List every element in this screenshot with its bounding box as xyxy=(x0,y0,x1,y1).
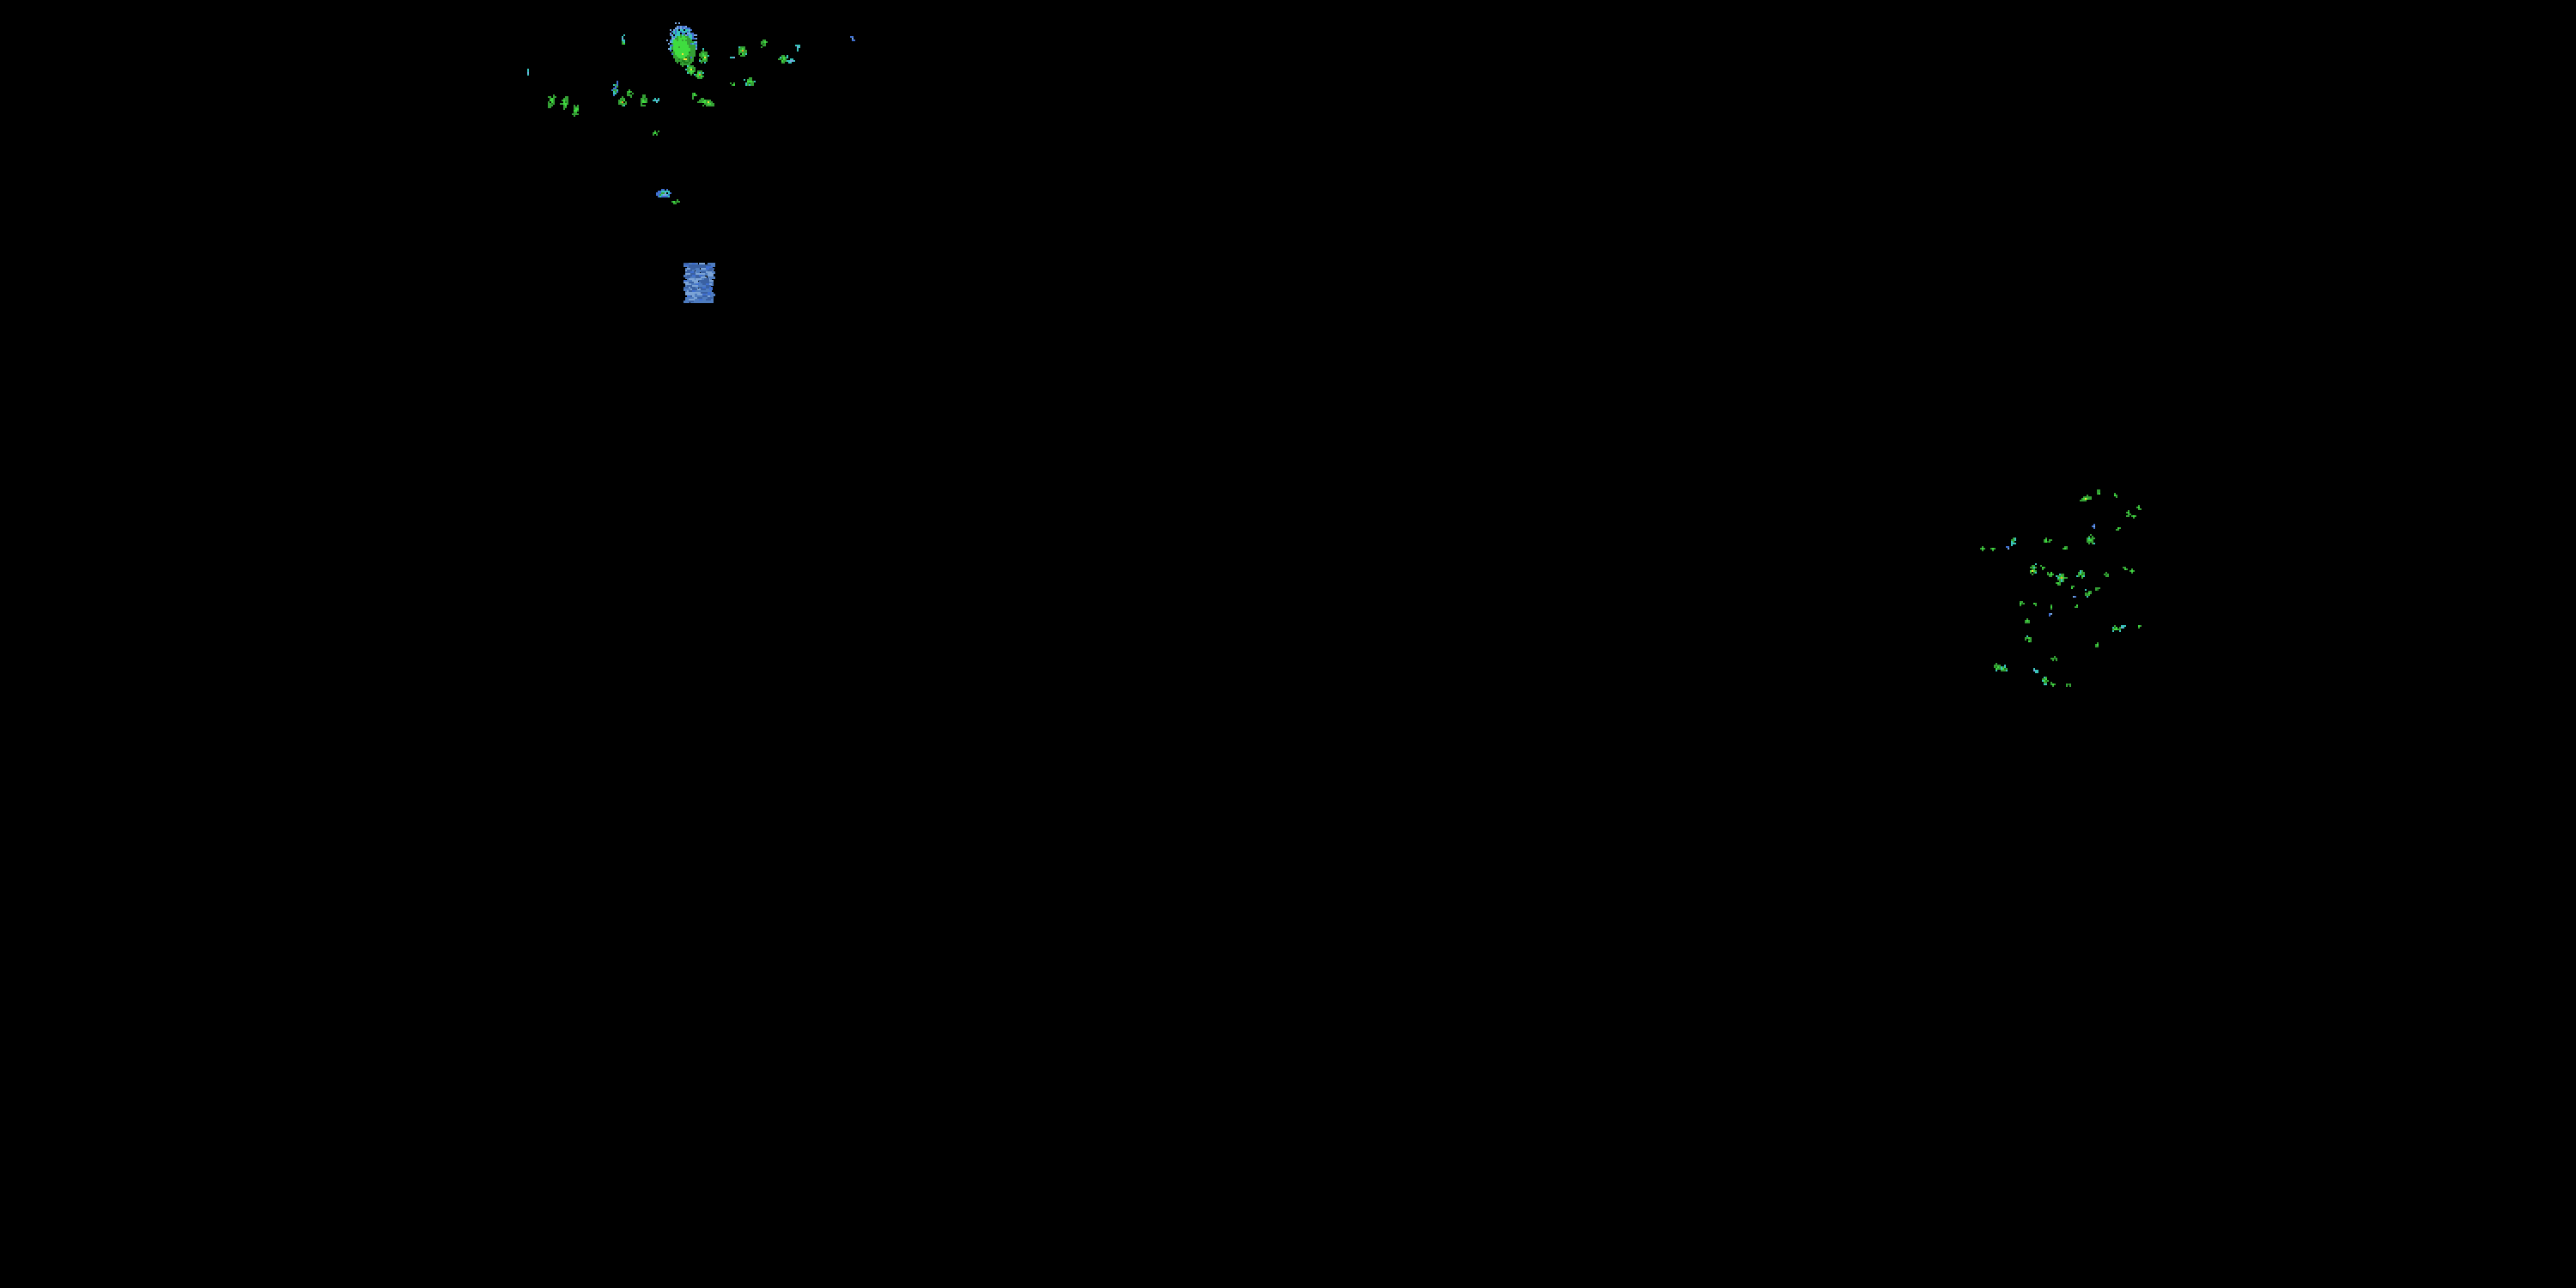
radar-echo-layer xyxy=(0,0,2576,1288)
radar-display xyxy=(0,0,2576,1288)
